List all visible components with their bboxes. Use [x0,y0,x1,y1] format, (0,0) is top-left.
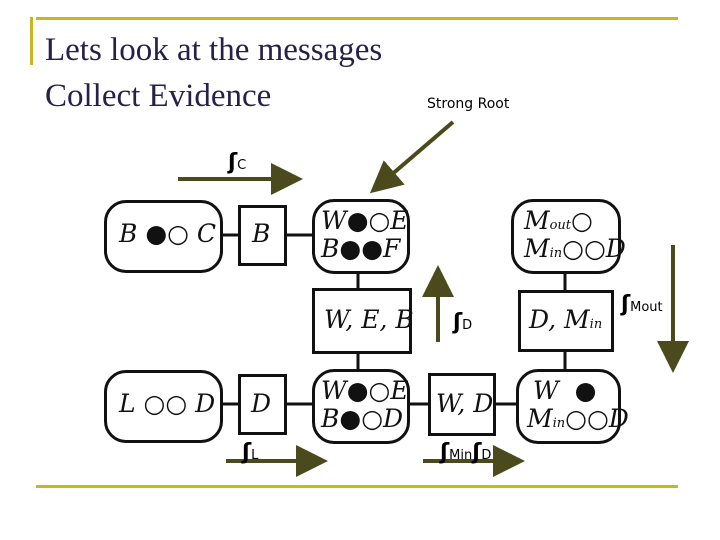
clique-l-d-var1: L [119,389,136,418]
separator-b: B [238,205,287,266]
min-message-label: ʃMinʃD [440,440,492,465]
clique-w-e-b-f: W●○E B●●F [312,199,410,274]
strong-root-arrow [369,120,455,194]
clique-mout-min-d: Mout○ Min○○D [511,199,626,274]
left-rule [30,17,33,65]
clique-l-d-var2: D [195,389,216,418]
separator-d-min: D, Min [518,290,614,352]
top-rule [36,17,678,20]
clique-w-e-b-d: W●○E B●○D [312,369,410,444]
mout-message-label: ʃMout [621,292,663,317]
slide-title-line2: Collect Evidence [45,78,272,114]
separator-d: D [238,374,287,435]
d-message-label: ʃD [453,310,473,335]
strong-root-label: Strong Root [427,96,510,112]
clique-b-c-var1: B [119,219,138,248]
clique-b-c-var2: C [196,219,217,248]
separator-w-e-b: W, E, B [312,288,414,354]
clique-l-d: L ○○ D [104,370,223,443]
separator-w-d: W, D [428,373,496,436]
c-message-label: ʃC [228,150,247,175]
bottom-rule [36,485,678,488]
l-message-label: ʃL [242,440,259,465]
slide-title-line1: Lets look at the messages [45,32,383,68]
clique-w-min-d: W ● Min○○D [516,369,629,444]
clique-b-c: B ●○ C [104,200,223,273]
